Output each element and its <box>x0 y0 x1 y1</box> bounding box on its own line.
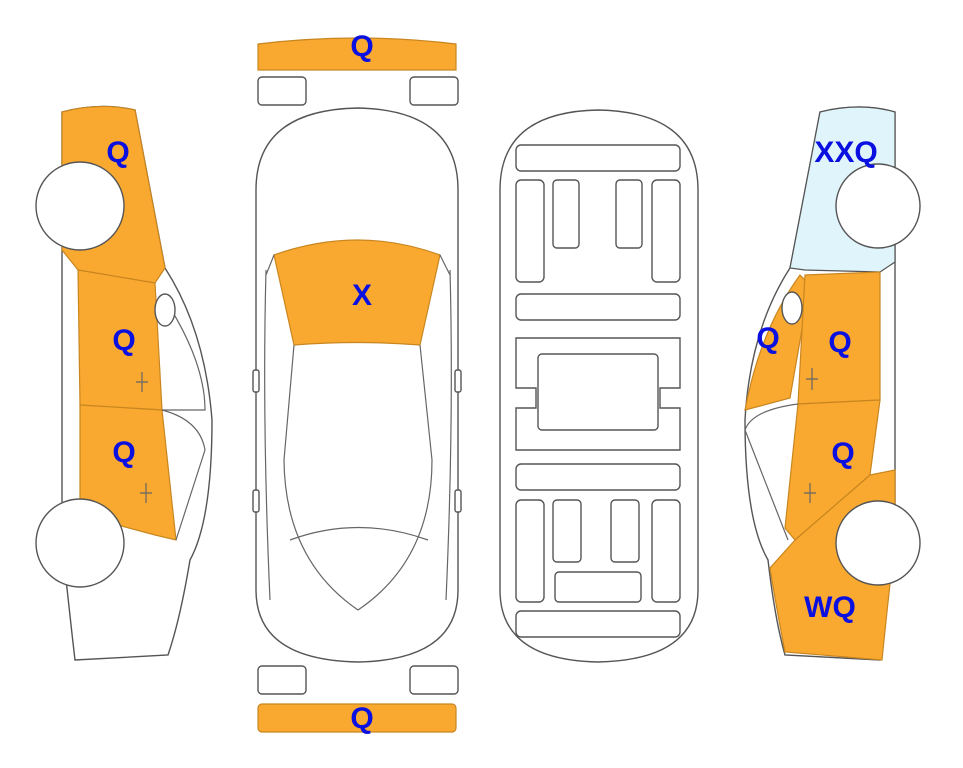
right-rear-glass-label: XXQ <box>814 136 877 169</box>
rear-left-lamp <box>257 665 307 695</box>
rear-bumper-panel[interactable] <box>257 703 457 733</box>
right-side-view: XXQ Q Q Q WQ <box>744 106 921 661</box>
left-front-handle-icon <box>136 372 148 392</box>
right-rear-door-label: Q <box>831 437 854 470</box>
right-rear-wheel <box>835 500 921 586</box>
front-right-rail <box>651 179 681 283</box>
front-left-lamp <box>257 76 307 106</box>
top-view: Q X Q <box>252 30 462 735</box>
right-front-handle-icon <box>806 368 818 390</box>
right-rear-handle-icon <box>804 483 816 503</box>
right-front-door-label: Q <box>828 326 851 359</box>
right-front-fender-label: WQ <box>804 591 856 624</box>
rear-window-line <box>289 526 429 541</box>
right-mirror-icon <box>781 291 803 325</box>
rear-right-rail <box>651 499 681 603</box>
mid-crossmember-2 <box>515 463 681 491</box>
left-side-view: Q Q Q <box>35 105 213 661</box>
left-rear-wheel <box>35 498 125 588</box>
left-rear-handle-icon <box>140 483 152 503</box>
mid-crossmember-1 <box>515 293 681 321</box>
rear-left-rail <box>515 499 545 603</box>
front-right-inner <box>615 179 643 249</box>
left-handle-rear <box>252 489 260 513</box>
right-window-line <box>744 403 799 541</box>
left-pillar-line <box>265 254 275 276</box>
right-side-line <box>445 269 452 601</box>
underbody-view <box>499 109 699 663</box>
left-side-line <box>264 269 271 601</box>
rear-left-inner <box>552 499 582 563</box>
left-rear-window-line <box>161 409 206 541</box>
left-rear-door-label: Q <box>112 436 135 469</box>
rear-crossmember <box>515 610 681 638</box>
top-body-outline <box>255 107 459 663</box>
front-left-inner <box>552 179 580 249</box>
right-handle-rear <box>454 489 462 513</box>
cabin-outline <box>283 344 433 611</box>
right-pillar-line <box>439 254 451 276</box>
rear-right-inner <box>610 499 640 563</box>
front-left-rail <box>515 179 545 283</box>
front-crossmember <box>515 144 681 172</box>
spare-well <box>554 571 642 603</box>
center-tunnel <box>537 353 659 431</box>
right-mirror <box>454 369 462 393</box>
left-mirror <box>252 369 260 393</box>
right-front-wheel <box>835 163 921 249</box>
left-front-door-label: Q <box>112 324 135 357</box>
front-right-lamp <box>409 76 459 106</box>
rear-right-lamp <box>409 665 459 695</box>
right-a-pillar-label: Q <box>756 322 779 355</box>
left-mirror-icon <box>154 293 176 327</box>
front-bumper-label: Q <box>350 30 373 63</box>
left-front-fender-label: Q <box>106 136 129 169</box>
rear-bumper-label: Q <box>350 702 373 735</box>
windshield-label: X <box>352 279 372 312</box>
front-bumper-panel[interactable] <box>257 37 457 71</box>
left-front-wheel <box>35 161 125 251</box>
